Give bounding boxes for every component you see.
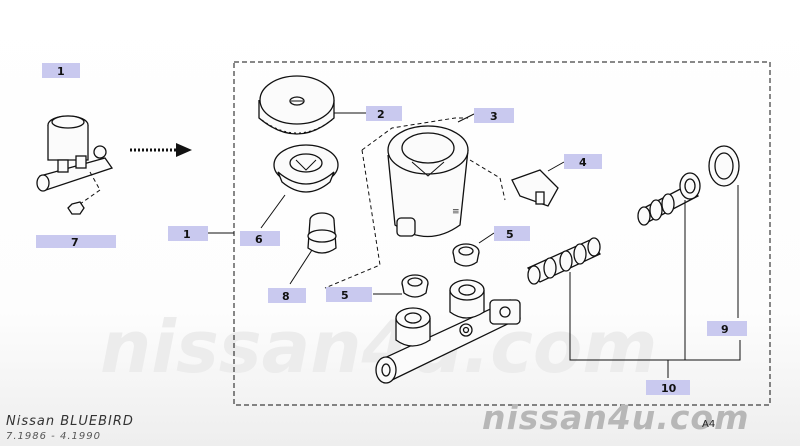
overview-leader-dash-2 xyxy=(79,189,101,205)
reservoir-marking: ≡ xyxy=(452,207,460,217)
master-cylinder-body xyxy=(375,279,521,384)
reservoir-tank: ≡ xyxy=(387,125,469,238)
bracket-10 xyxy=(569,272,741,361)
svg-text:3: 3 xyxy=(490,110,498,123)
production-range: 7.1986 - 4.1990 xyxy=(6,431,101,442)
svg-text:5: 5 xyxy=(506,228,514,241)
seal-right xyxy=(452,243,480,267)
seal-left xyxy=(401,274,429,298)
callout-strainer-6: 6 xyxy=(240,231,280,246)
leader-3 xyxy=(457,113,475,123)
callout-sensor-4: 4 xyxy=(564,154,602,169)
callout-cap-2: 2 xyxy=(366,106,402,121)
callout-overview-7: 7 xyxy=(36,235,116,249)
overview-leader-dash xyxy=(89,171,101,191)
leader-6 xyxy=(260,194,286,229)
page-code: A4 xyxy=(702,419,716,430)
overview-master-cylinder xyxy=(36,115,114,192)
primary-piston xyxy=(637,172,701,226)
callout-piston-kit-10: 10 xyxy=(646,380,690,395)
callout-cup-9: 9 xyxy=(707,321,747,336)
vehicle-title: Nissan BLUEBIRD xyxy=(6,414,134,429)
leader-5b xyxy=(478,232,495,244)
piston-cup xyxy=(708,145,740,187)
group-dash-left xyxy=(324,149,381,289)
callout-seal-5b: 5 xyxy=(494,226,530,241)
reservoir-cap xyxy=(258,75,335,135)
callout-reservoir-3: 3 xyxy=(474,108,514,123)
leader-4 xyxy=(547,161,565,172)
group-dash-top xyxy=(361,117,468,151)
leader-8 xyxy=(289,249,313,285)
svg-text:9: 9 xyxy=(721,323,729,336)
callout-connector-8: 8 xyxy=(268,288,306,303)
group-dash-right xyxy=(469,159,506,201)
svg-text:2: 2 xyxy=(377,108,385,121)
svg-text:10: 10 xyxy=(661,382,677,395)
callout-seal-5a: 5 xyxy=(326,287,372,302)
level-sensor xyxy=(511,169,559,207)
grommet-connector xyxy=(307,212,337,254)
nut-7 xyxy=(67,201,85,215)
direction-arrow xyxy=(130,143,192,157)
secondary-piston xyxy=(526,237,601,285)
svg-text:6: 6 xyxy=(255,233,263,246)
svg-text:5: 5 xyxy=(341,289,349,302)
footer-watermark: nissan4u.com xyxy=(482,398,750,437)
strainer xyxy=(273,144,339,193)
svg-text:4: 4 xyxy=(579,156,587,169)
svg-text:8: 8 xyxy=(282,290,290,303)
svg-text:7: 7 xyxy=(71,236,79,249)
callout-group-1: 1 xyxy=(168,226,208,241)
callout-overview-1: 1 xyxy=(42,63,80,78)
svg-text:1: 1 xyxy=(183,228,191,241)
svg-text:1: 1 xyxy=(57,65,65,78)
